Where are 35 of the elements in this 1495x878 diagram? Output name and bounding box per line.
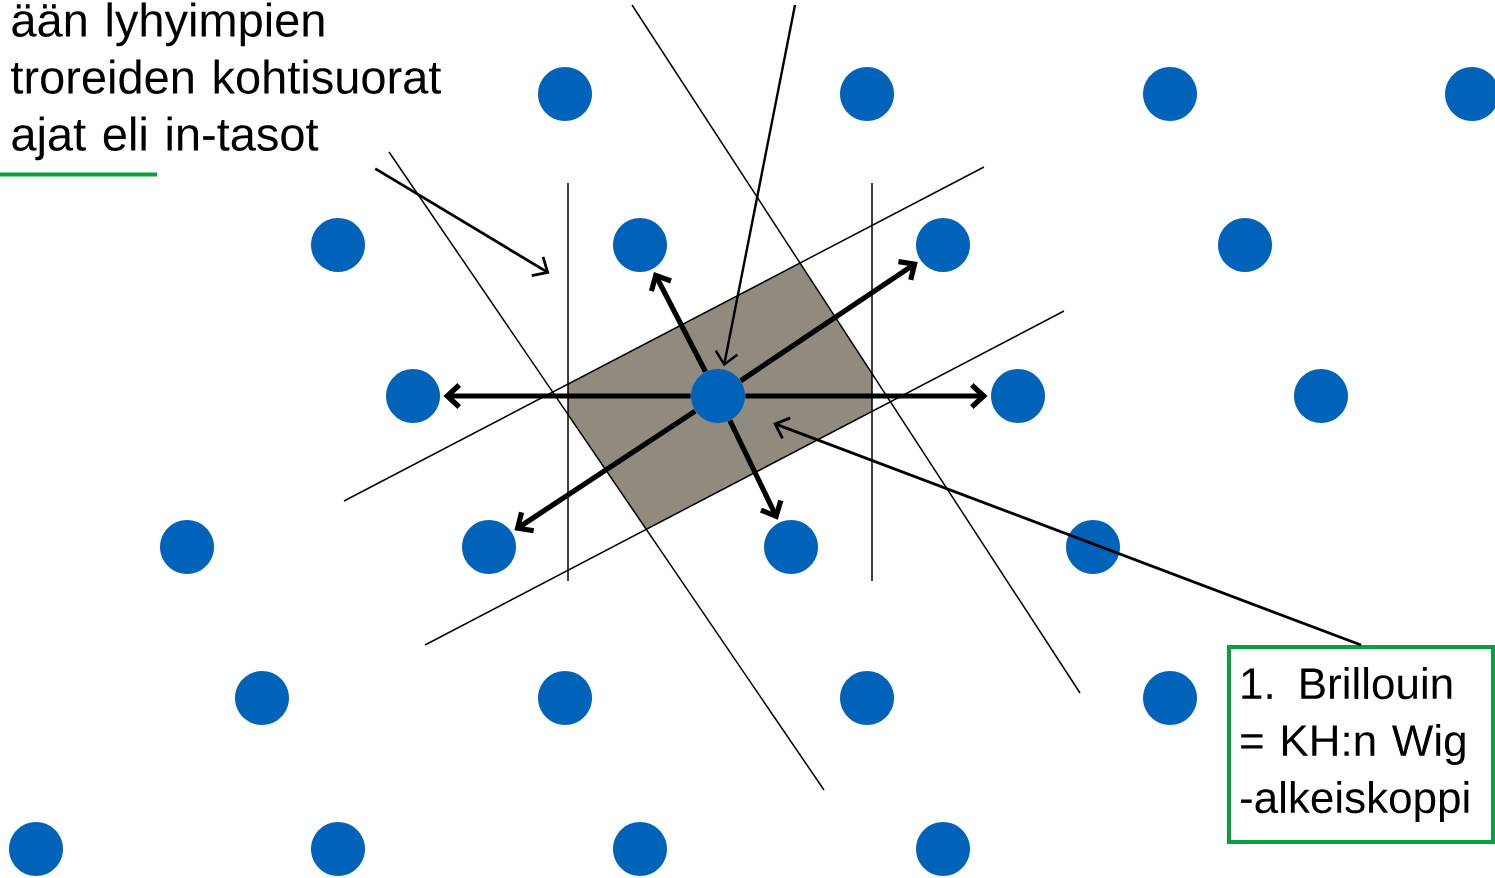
leader-line (374, 167, 550, 277)
lattice-dot (764, 520, 818, 574)
lattice-dot (840, 671, 894, 725)
lattice-dot (386, 369, 440, 423)
lattice-dot (1143, 67, 1197, 121)
lattice-dot (311, 218, 365, 272)
lattice-dot (916, 822, 970, 876)
lattice-dot (916, 218, 970, 272)
leader-line (773, 416, 1362, 647)
lattice-dot (991, 369, 1045, 423)
note-box: 1. Brillouin = KH:n Wig -alkeiskoppi (1227, 645, 1495, 844)
lattice-dot (1294, 369, 1348, 423)
lattice-dot (9, 822, 63, 876)
lattice-dot (613, 822, 667, 876)
lattice-dot (1143, 671, 1197, 725)
arrow (714, 4, 797, 367)
lattice-dot (462, 520, 516, 574)
arrow (745, 383, 988, 409)
lattice-dot (538, 671, 592, 725)
lattice-dot (840, 67, 894, 121)
arrow (739, 259, 918, 383)
arrow (648, 272, 708, 373)
lattice-dot (311, 822, 365, 876)
lattice-dot (613, 218, 667, 272)
lattice-dot (160, 520, 214, 574)
arrow (514, 408, 697, 534)
shaded-hexagon (568, 263, 872, 530)
annotation-text: ään lyhyimpien troreiden kohtisuorat ajat eli in-tasot (11, 2, 442, 161)
lattice-dot (538, 67, 592, 121)
arrow (443, 383, 691, 409)
lattice-dot (1066, 520, 1120, 574)
arrow (727, 419, 784, 520)
lattice-dot (1218, 218, 1272, 272)
lattice-dot (691, 369, 745, 423)
lattice-dot (235, 671, 289, 725)
